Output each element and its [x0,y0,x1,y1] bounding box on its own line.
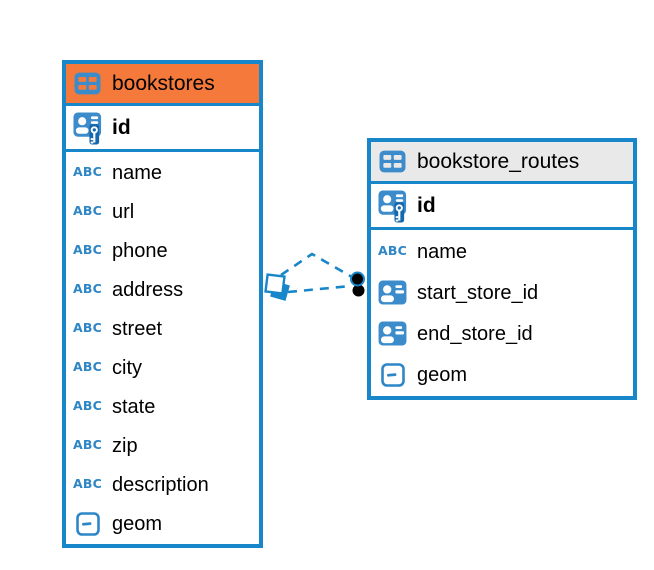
column-row-phone[interactable]: ABC phone [66,231,259,270]
many-end-marker[interactable] [264,273,290,301]
column-name: id [112,116,131,139]
text-icon: ABC [73,398,102,414]
column-name: start_store_id [417,281,539,304]
text-icon: ABC [73,242,102,258]
column-name: phone [112,239,168,262]
column-row-description[interactable]: ABC description [66,465,259,504]
one-end-marker[interactable] [350,271,365,297]
primary-key-section: id [66,106,259,152]
column-row-start_store_id[interactable]: start_store_id [371,272,633,313]
text-icon: ABC [73,320,102,336]
column-name: name [417,240,468,263]
column-row-id[interactable]: id [371,184,633,227]
column-row-geom[interactable]: geom [66,504,259,543]
column-name: id [417,194,436,217]
columns-section: ABC name start_store_id end_store_id geom [371,230,633,396]
entity-header-bookstore-routes[interactable]: bookstore_routes [371,142,633,184]
primary-key-section: id [371,184,633,230]
column-row-name[interactable]: ABC name [371,231,633,272]
column-row-name[interactable]: ABC name [66,153,259,192]
column-name: end_store_id [417,322,533,345]
text-icon: ABC [73,359,102,375]
entity-bookstore-routes[interactable]: bookstore_routes id ABC name start_store_… [367,138,637,400]
text-icon: ABC [378,243,407,259]
column-name: geom [112,512,163,535]
table-icon [377,150,408,173]
column-row-state[interactable]: ABC state [66,387,259,426]
column-row-id[interactable]: id [66,106,259,149]
text-icon: ABC [73,164,102,180]
pk-icon [377,189,408,223]
column-row-city[interactable]: ABC city [66,348,259,387]
pk-icon [72,111,103,145]
ref-icon [377,321,408,346]
column-row-address[interactable]: ABC address [66,270,259,309]
column-name: description [112,473,209,496]
entity-title: bookstores [112,72,215,95]
column-name: state [112,395,156,418]
geometry-icon [377,362,408,387]
column-name: url [112,200,135,223]
column-name: geom [417,363,468,386]
entity-title: bookstore_routes [417,150,580,173]
column-row-end_store_id[interactable]: end_store_id [371,313,633,354]
text-icon: ABC [73,437,102,453]
column-row-zip[interactable]: ABC zip [66,426,259,465]
entity-header-bookstores[interactable]: bookstores [66,64,259,106]
column-name: street [112,317,163,340]
text-icon: ABC [73,281,102,297]
column-name: zip [112,434,138,457]
relationship-line-1[interactable] [280,252,353,279]
table-icon [72,72,103,95]
column-row-geom[interactable]: geom [371,354,633,395]
column-name: city [112,356,142,379]
column-row-street[interactable]: ABC street [66,309,259,348]
column-name: address [112,278,184,301]
relationship-line-2[interactable] [287,284,352,294]
text-icon: ABC [73,203,102,219]
geometry-icon [72,511,103,536]
column-row-url[interactable]: ABC url [66,192,259,231]
text-icon: ABC [73,476,102,492]
column-name: name [112,161,163,184]
ref-icon [377,280,408,305]
